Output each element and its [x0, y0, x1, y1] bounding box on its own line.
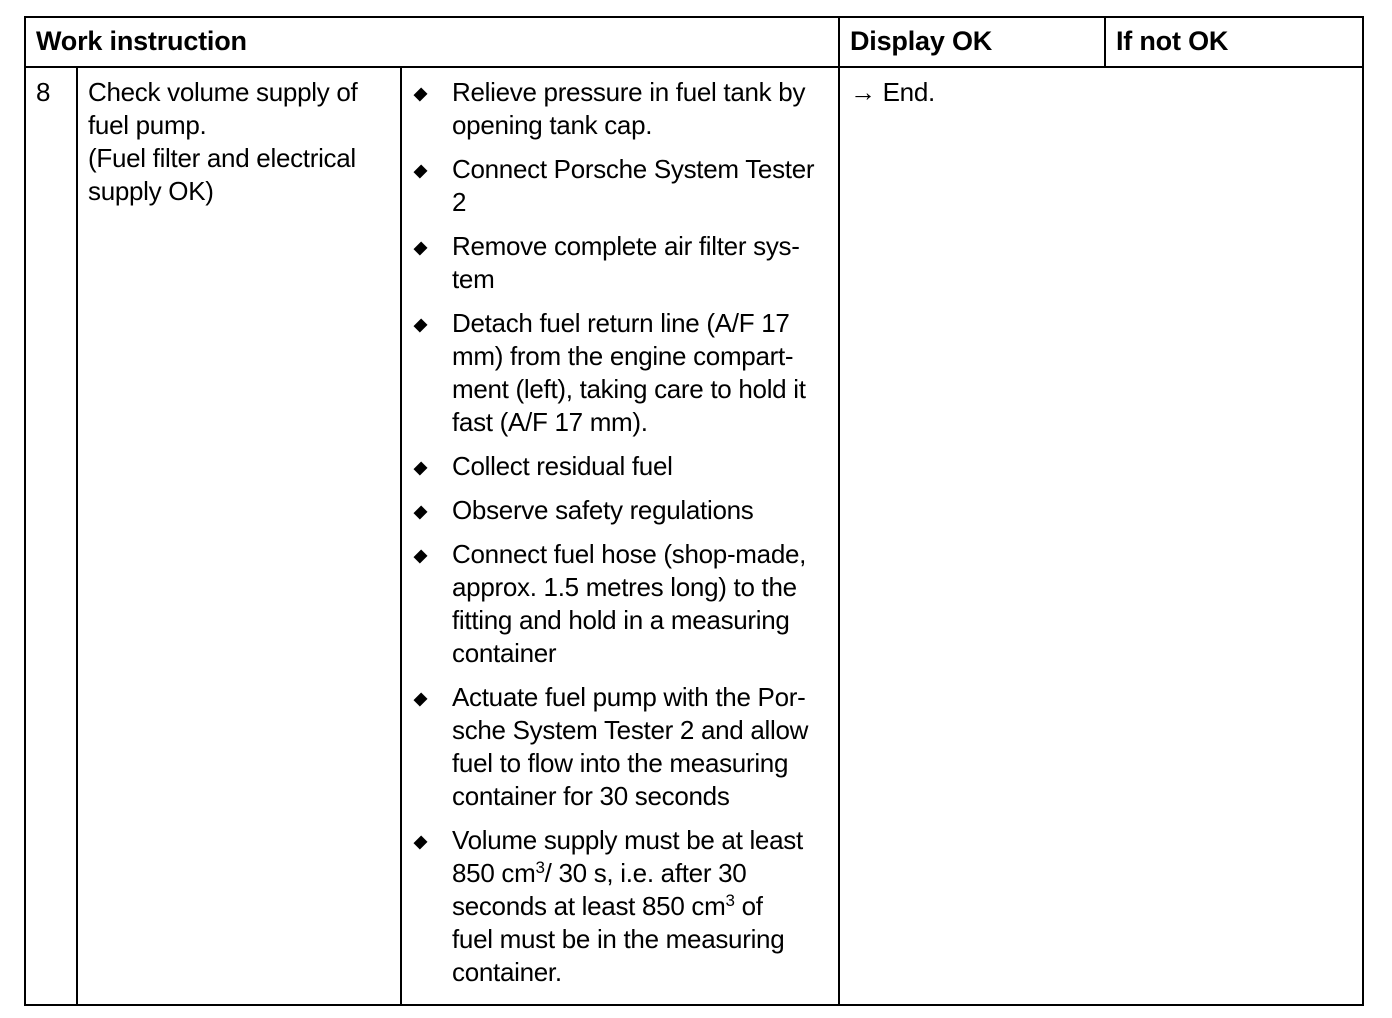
header-work-instruction: Work instruction [36, 26, 247, 56]
instruction-line: Actuate fuel pump with the Por- [452, 682, 806, 712]
instruction-line: seconds at least 850 cm3 of [452, 891, 763, 921]
instruction-line: Observe safety regulations [452, 495, 754, 525]
instruction-line: sche System Tester 2 and allow [452, 715, 809, 745]
instruction-line: Detach fuel return line (A/F 17 [452, 308, 790, 338]
diamond-bullet-icon [413, 318, 428, 333]
instruction-line: 2 [452, 187, 467, 217]
instruction-line: fast (A/F 17 mm). [452, 407, 648, 437]
description-line: (Fuel filter and electrical [88, 143, 356, 173]
description-line: supply OK) [88, 176, 214, 206]
instruction-line: tem [452, 264, 495, 294]
instruction-item: Observe safety regulations [412, 494, 832, 527]
instruction-line: opening tank cap. [452, 110, 653, 140]
header-display-ok: Display OK [850, 26, 993, 56]
instruction-line: Volume supply must be at least [452, 825, 803, 855]
instruction-line: approx. 1.5 metres long) to the [452, 572, 797, 602]
header-divider [24, 66, 1364, 68]
instruction-line: fuel must be in the measuring [452, 924, 785, 954]
column-divider-display-ok [838, 16, 840, 1006]
display-ok-result: → End. [850, 77, 935, 107]
instruction-item: Actuate fuel pump with the Por-sche Syst… [412, 681, 832, 813]
diamond-bullet-icon [413, 692, 428, 707]
instruction-item: Connect fuel hose (shop-made,approx. 1.5… [412, 538, 832, 670]
column-divider-if-not-ok [1104, 16, 1106, 68]
instruction-line: Relieve pressure in fuel tank by [452, 77, 806, 107]
column-divider-step [76, 66, 78, 1006]
diamond-bullet-icon [413, 241, 428, 256]
instruction-line: ment (left), taking care to hold it [452, 374, 806, 404]
column-divider-description [400, 66, 402, 1006]
instruction-line: 850 cm3/ 30 s, i.e. after 30 [452, 858, 747, 888]
diamond-bullet-icon [413, 505, 428, 520]
instruction-line: Remove complete air filter sys- [452, 231, 800, 261]
instruction-line: container. [452, 957, 562, 987]
instruction-line: fitting and hold in a measuring [452, 605, 790, 635]
instruction-item: Collect residual fuel [412, 450, 832, 483]
diamond-bullet-icon [413, 835, 428, 850]
instruction-line: Collect residual fuel [452, 451, 673, 481]
header-if-not-ok: If not OK [1116, 26, 1229, 56]
instruction-line: fuel to flow into the measuring [452, 748, 789, 778]
diamond-bullet-icon [413, 87, 428, 102]
instruction-line: Connect fuel hose (shop-made, [452, 539, 807, 569]
description-line: fuel pump. [88, 110, 207, 140]
work-instruction-table [24, 16, 1364, 1006]
instruction-item: Remove complete air filter sys-tem [412, 230, 832, 296]
instruction-line: mm) from the engine compart- [452, 341, 794, 371]
instruction-line: Connect Porsche System Tester [452, 154, 815, 184]
diamond-bullet-icon [413, 549, 428, 564]
description-line: Check volume supply of [88, 77, 358, 107]
instruction-line: container [452, 638, 557, 668]
instruction-line: container for 30 seconds [452, 781, 730, 811]
step-description: Check volume supply of fuel pump. (Fuel … [88, 76, 394, 208]
step-number: 8 [36, 77, 51, 107]
diamond-bullet-icon [413, 461, 428, 476]
diamond-bullet-icon [413, 164, 428, 179]
